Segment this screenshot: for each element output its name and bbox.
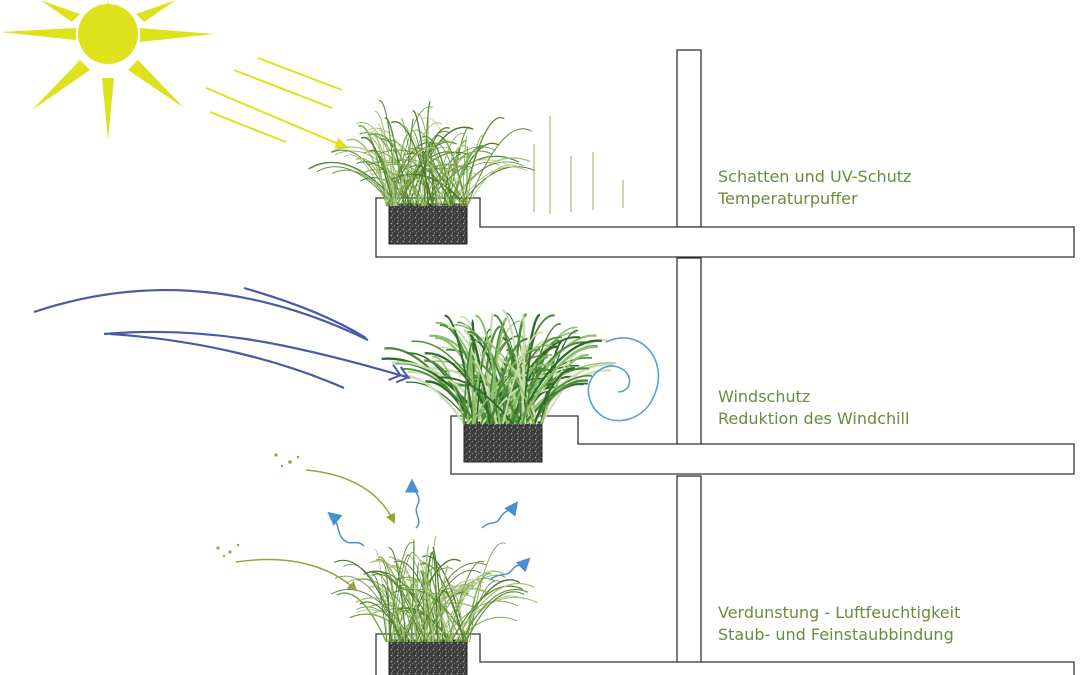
planter-3 — [388, 639, 468, 675]
building-structure — [375, 49, 1075, 675]
caption-evaporation-line2: Staub- und Feinstaubbindung — [718, 625, 954, 644]
sun-icon — [0, 0, 214, 140]
grass-plant-middle — [381, 309, 616, 425]
dust-particles — [216, 453, 300, 558]
shade-lines — [533, 116, 624, 214]
caption-wind-line1: Windschutz — [718, 387, 811, 406]
planter-2 — [463, 421, 543, 463]
moisture-arrows — [327, 478, 531, 581]
caption-shade-line1: Schatten und UV-Schutz — [718, 167, 912, 186]
sun-rays — [205, 57, 350, 149]
caption-wind: Windschutz Reduktion des Windchill — [718, 386, 909, 430]
caption-evaporation: Verdunstung - Luftfeuchtigkeit Staub- un… — [718, 602, 960, 646]
wind-swirl-icon — [587, 337, 660, 422]
grass-plant-top — [308, 100, 536, 207]
wind-lines — [33, 286, 411, 390]
grass-plant-bottom — [330, 536, 538, 643]
caption-wind-line2: Reduktion des Windchill — [718, 409, 910, 428]
caption-shade: Schatten und UV-Schutz Temperaturpuffer — [718, 166, 911, 210]
dust-arrows — [235, 469, 396, 592]
planter-1 — [388, 203, 468, 245]
caption-evaporation-line1: Verdunstung - Luftfeuchtigkeit — [718, 603, 961, 622]
caption-shade-line2: Temperaturpuffer — [718, 189, 858, 208]
